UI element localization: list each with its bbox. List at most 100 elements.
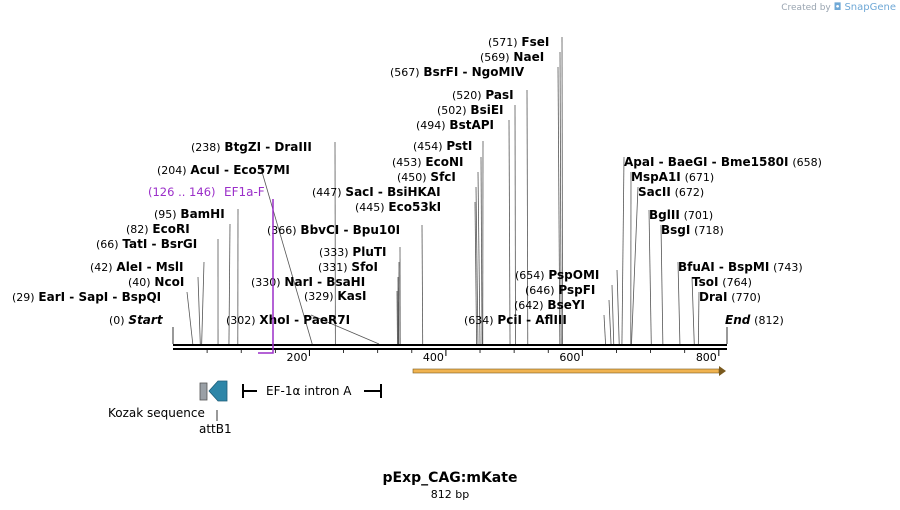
site-label-pcii: (634) PciI - AflIII [464, 313, 567, 327]
site-tsoi[interactable]: TsoI (764) [692, 275, 752, 289]
site-connector [611, 284, 615, 345]
ruler-tick-label: 800 [696, 351, 717, 364]
site-bfuai[interactable]: BfuAI - BspMI (743) [678, 260, 803, 274]
site-sfoi[interactable]: (331) SfoI [318, 260, 378, 274]
enzyme-name: BsaHI [326, 275, 365, 289]
site-position: (42) [90, 261, 113, 274]
site-nari[interactable]: (330) NarI - BsaHI [251, 275, 365, 289]
enzyme-name: AflIII [535, 313, 567, 327]
site-kasi[interactable]: (329) KasI [304, 289, 366, 303]
kozak-label: Kozak sequence [108, 406, 205, 420]
site-position: (502) [437, 104, 467, 117]
site-position: (770) [731, 291, 761, 304]
site-pcii[interactable]: (634) PciI - AflIII [464, 313, 567, 327]
site-label-ecori: (82) EcoRI [126, 222, 190, 236]
site-ecori[interactable]: (82) EcoRI [126, 222, 190, 236]
site-position: (569) [480, 51, 510, 64]
orf-feature[interactable] [412, 366, 726, 376]
primer-ef1a-f[interactable]: (126 .. 146) EF1a-F [148, 185, 274, 354]
site-connector [480, 156, 483, 345]
site-pasi[interactable]: (520) PasI [452, 88, 514, 102]
site-connector [677, 261, 681, 345]
enzyme-name: BsrGI [161, 237, 198, 251]
enzyme-name: EarI [38, 290, 65, 304]
site-btgzi[interactable]: (238) BtgZI - DraIII [191, 140, 312, 154]
site-bsrfi[interactable]: (567) BsrFI - NgoMIV [390, 65, 525, 79]
enzyme-name: BsrFI [423, 65, 458, 79]
enzyme-name: SfcI [430, 170, 455, 184]
site-position: (646) [525, 284, 555, 297]
site-bamhi[interactable]: (95) BamHI [154, 207, 225, 221]
site-pluti[interactable]: (333) PluTI [319, 245, 387, 259]
site-label-bsiei: (502) BsiEI [437, 103, 504, 117]
site-bbvci[interactable]: (366) BbvCI - Bpu10I [267, 223, 400, 237]
enzyme-name: NarI [284, 275, 313, 289]
site-connector [508, 119, 511, 345]
attb1-feature[interactable] [208, 380, 228, 402]
site-end[interactable]: End (812) [725, 313, 784, 327]
site-bglii[interactable]: BglII (701) [649, 208, 713, 222]
site-sfci[interactable]: (450) SfcI [397, 170, 456, 184]
site-mspa1i[interactable]: MspA1I (671) [631, 170, 714, 184]
site-econi[interactable]: (453) EcoNI [392, 155, 463, 169]
site-position: (333) [319, 246, 349, 259]
site-label-drai: DraI (770) [699, 290, 761, 304]
site-connector [559, 51, 562, 345]
site-eco53ki[interactable]: (445) Eco53kI [355, 200, 441, 214]
site-position: (743) [773, 261, 803, 274]
site-bseyi[interactable]: (642) BseYI [514, 298, 585, 312]
site-ears[interactable]: (29) EarI - SapI - BspQI [12, 290, 161, 304]
site-connector [621, 156, 625, 345]
enzyme-name: AleI [116, 260, 142, 274]
intron-feature[interactable]: EF-1α intron A [242, 384, 382, 398]
site-position: (40) [128, 276, 151, 289]
enzyme-name: SapI [78, 290, 108, 304]
site-drai[interactable]: DraI (770) [699, 290, 761, 304]
site-position: (329) [304, 290, 334, 303]
site-pspfi[interactable]: (646) PspFI [525, 283, 595, 297]
kozak-feature[interactable] [199, 382, 208, 401]
site-naei[interactable]: (569) NaeI [480, 50, 544, 64]
site-start[interactable]: (0) Start [109, 313, 164, 327]
enzyme-name: NgoMIV [472, 65, 525, 79]
site-position: (453) [392, 156, 422, 169]
site-acui[interactable]: (204) AcuI - Eco57MI [157, 163, 290, 177]
site-position: (330) [251, 276, 281, 289]
site-label-naei: (569) NaeI [480, 50, 544, 64]
site-position: (571) [488, 36, 518, 49]
site-psti[interactable]: (454) PstI [413, 139, 472, 153]
site-position: (567) [390, 66, 420, 79]
site-ncoi[interactable]: (40) NcoI [128, 275, 184, 289]
site-position: (447) [312, 186, 342, 199]
site-tati[interactable]: (66) TatI - BsrGI [96, 237, 197, 251]
site-position: (29) [12, 291, 35, 304]
site-fsei[interactable]: (571) FseI [488, 35, 549, 49]
site-bsgi[interactable]: BsgI (718) [661, 223, 724, 237]
site-alei[interactable]: (42) AleI - MslI [90, 260, 183, 274]
site-bsiei[interactable]: (502) BsiEI [437, 103, 504, 117]
site-xhoi[interactable]: (302) XhoI - PaeR7I [226, 313, 350, 327]
site-label-saci: (447) SacI - BsiHKAI [312, 185, 441, 199]
site-position: (331) [318, 261, 348, 274]
site-connector [310, 314, 380, 345]
site-connector [201, 261, 205, 345]
site-pspomi[interactable]: (654) PspOMI [515, 268, 599, 282]
site-position: (701) [684, 209, 714, 222]
site-bstapi[interactable]: (494) BstAPI [416, 118, 494, 132]
site-apai[interactable]: ApaI - BaeGI - Bme1580I (658) [624, 155, 822, 169]
site-label-bbvci: (366) BbvCI - Bpu10I [267, 223, 400, 237]
site-label-sfci: (450) SfcI [397, 170, 456, 184]
site-label-apai: ApaI - BaeGI - Bme1580I (658) [624, 155, 822, 169]
enzyme-name: BfuAI [678, 260, 715, 274]
site-label-btgzi: (238) BtgZI - DraIII [191, 140, 312, 154]
site-saci[interactable]: (447) SacI - BsiHKAI [312, 185, 441, 199]
site-label-eco53ki: (445) Eco53kI [355, 200, 441, 214]
site-sacii[interactable]: SacII (672) [638, 185, 704, 199]
site-label-mspa1i: MspA1I (671) [631, 170, 714, 184]
site-label-psti: (454) PstI [413, 139, 472, 153]
enzyme-name: Eco57MI [233, 163, 290, 177]
site-connector [477, 171, 481, 345]
enzyme-name: ApaI [624, 155, 654, 169]
site-connector [648, 209, 652, 345]
